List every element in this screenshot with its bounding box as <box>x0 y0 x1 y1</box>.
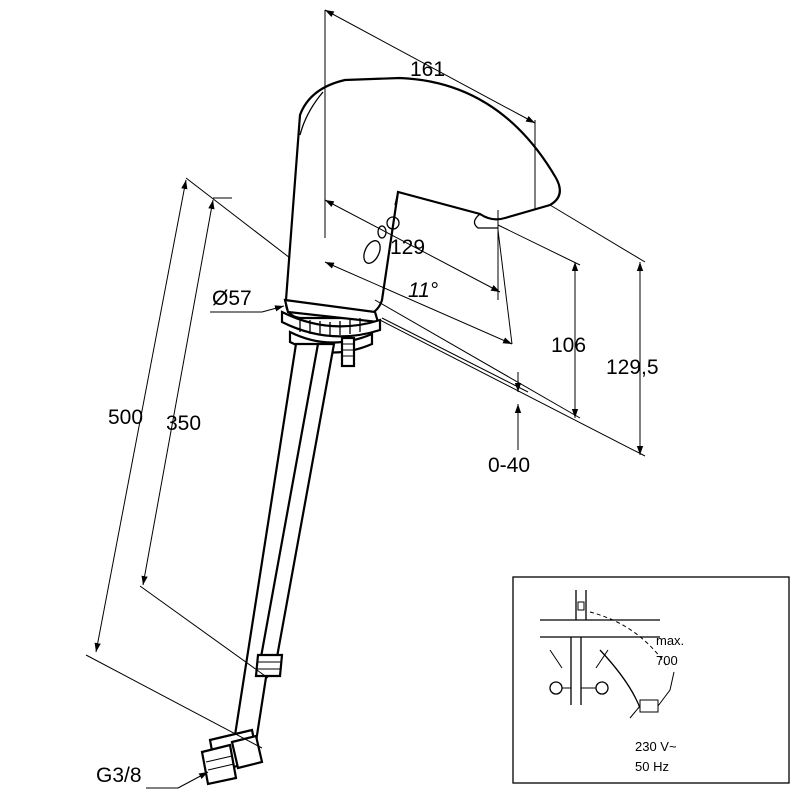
dim-0-40-label: 0-40 <box>488 454 530 477</box>
dim-106-label: 106 <box>551 334 586 357</box>
dim-106: 106 <box>374 224 586 419</box>
inset-frequency: 50 Hz <box>635 759 669 774</box>
dim-161: 161 <box>324 9 536 238</box>
dim-diameter: Ø57 <box>210 287 285 313</box>
inset-max-label: max. <box>656 633 684 648</box>
dim-350-label: 350 <box>166 412 201 435</box>
inset-voltage: 230 V~ <box>635 739 677 754</box>
inset-max-value: 700 <box>656 653 678 668</box>
dim-129-5-label: 129,5 <box>606 356 659 379</box>
supply-hoses <box>200 342 336 786</box>
dim-angle-label: 11° <box>408 279 438 302</box>
dim-0-40: 0-40 <box>381 317 530 477</box>
installation-inset: max. 700 230 V~ 50 Hz <box>512 576 790 784</box>
dim-thread: G3/8 <box>96 764 209 789</box>
dim-500-label: 500 <box>108 406 143 429</box>
dim-thread-label: G3/8 <box>96 764 142 787</box>
dim-129-label: 129 <box>390 236 425 259</box>
dim-161-label: 161 <box>410 58 445 81</box>
dim-129-5: 129,5 <box>379 204 659 457</box>
dim-diameter-label: Ø57 <box>212 287 252 310</box>
dim-angle: 11° <box>324 229 513 345</box>
dim-350: 350 <box>139 197 269 679</box>
